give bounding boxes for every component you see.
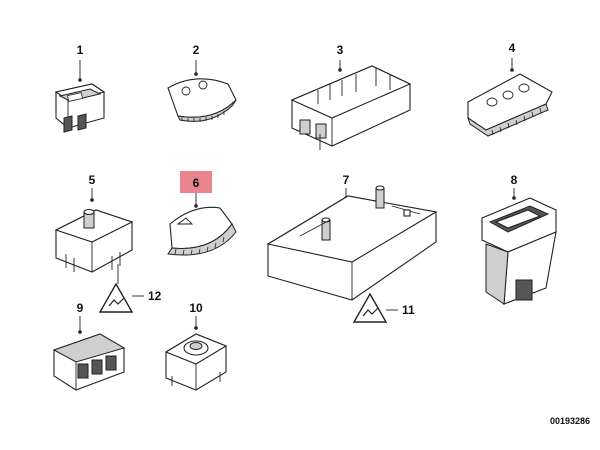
part-3[interactable] (290, 60, 412, 150)
callout-1: 1 (77, 43, 84, 57)
part-1[interactable] (54, 60, 106, 133)
callout-5: 5 (89, 173, 96, 187)
callout-10: 10 (189, 301, 203, 315)
part-8[interactable] (481, 188, 557, 305)
callout-4: 4 (509, 41, 516, 55)
part-7[interactable] (266, 185, 438, 301)
part-12[interactable] (98, 282, 144, 313)
callout-3: 3 (337, 43, 344, 57)
part-2[interactable] (167, 60, 237, 122)
callout-11: 11 (402, 303, 415, 317)
callout-6: 6 (193, 176, 200, 190)
callout-2: 2 (193, 43, 200, 57)
part-4[interactable] (467, 58, 553, 137)
reference-code: 00193286 (550, 416, 590, 426)
highlight-box (180, 171, 212, 193)
callout-8: 8 (511, 173, 518, 187)
callout-7: 7 (343, 173, 350, 187)
part-5[interactable] (54, 188, 134, 284)
callout-12: 12 (148, 289, 162, 303)
part-9[interactable] (52, 316, 126, 391)
part-10[interactable] (164, 316, 228, 391)
part-6[interactable] (167, 190, 237, 256)
part-11[interactable] (352, 292, 398, 323)
callout-9: 9 (77, 301, 84, 315)
